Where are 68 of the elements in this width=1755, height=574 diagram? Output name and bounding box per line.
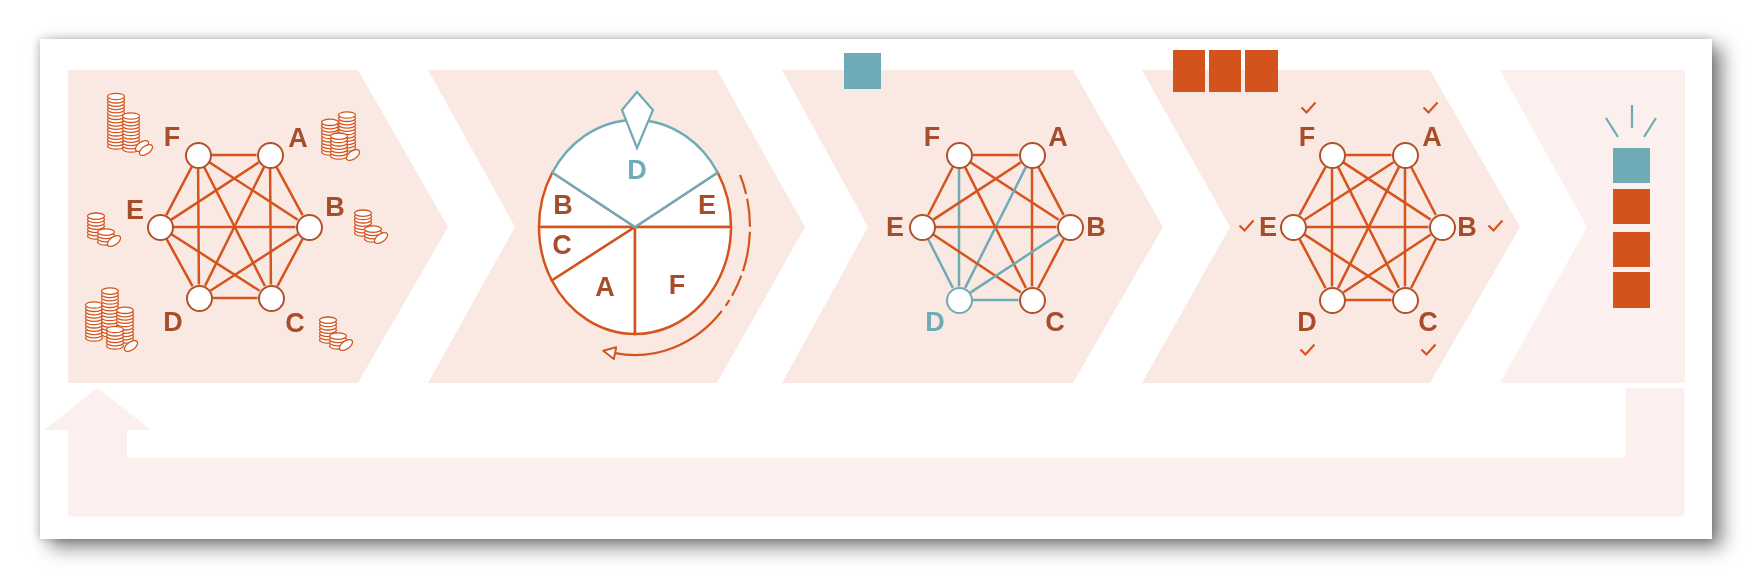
connection-line bbox=[1030, 168, 1034, 287]
node-label: D bbox=[925, 308, 945, 336]
sector-label: B bbox=[553, 191, 573, 219]
node-label: C bbox=[1045, 308, 1065, 336]
connection-line bbox=[969, 233, 1060, 294]
sector-label: A bbox=[595, 273, 615, 301]
node-label: E bbox=[1259, 213, 1277, 241]
node-label: A bbox=[288, 124, 308, 152]
connection-line bbox=[275, 166, 304, 216]
connection-line bbox=[196, 168, 201, 285]
sector-label: F bbox=[668, 271, 686, 299]
node-label: E bbox=[126, 196, 144, 224]
connection-line bbox=[1345, 153, 1392, 157]
connection-line bbox=[268, 168, 273, 285]
node-label: B bbox=[325, 193, 345, 221]
node-label: D bbox=[163, 308, 183, 336]
connection-line bbox=[170, 161, 260, 221]
connection-line bbox=[932, 161, 1022, 221]
node-label: D bbox=[1297, 308, 1317, 336]
sector-label: D bbox=[627, 156, 647, 184]
connection-line bbox=[212, 296, 258, 300]
node-label: A bbox=[1048, 123, 1068, 151]
node-label: A bbox=[1422, 123, 1442, 151]
connection-line bbox=[211, 153, 257, 157]
connection-line bbox=[209, 233, 299, 292]
connection-line bbox=[935, 225, 1057, 229]
connection-line bbox=[1345, 298, 1392, 302]
stage-chevron bbox=[1142, 70, 1520, 383]
connection-line bbox=[276, 238, 304, 287]
node-label: F bbox=[1298, 123, 1316, 151]
connection-line bbox=[1410, 166, 1437, 216]
connection-line bbox=[165, 166, 193, 216]
connection-line bbox=[170, 233, 261, 292]
node-label: C bbox=[285, 309, 305, 337]
connection-line bbox=[1037, 238, 1065, 289]
connection-line bbox=[173, 225, 296, 229]
node-label: C bbox=[1418, 308, 1438, 336]
sector-label: E bbox=[698, 191, 716, 219]
connection-line bbox=[969, 161, 1060, 221]
node-label: F bbox=[923, 123, 941, 151]
node-label: B bbox=[1457, 213, 1477, 241]
connection-line bbox=[1037, 166, 1065, 216]
node-label: B bbox=[1086, 213, 1106, 241]
connection-line bbox=[1303, 233, 1395, 294]
connection-line bbox=[1403, 168, 1407, 287]
connection-line bbox=[1298, 166, 1327, 216]
connection-line bbox=[1342, 161, 1432, 221]
connection-line bbox=[1306, 225, 1429, 229]
stage-chevron bbox=[428, 70, 805, 383]
stage-chevron bbox=[782, 70, 1163, 383]
connection-line bbox=[957, 168, 961, 287]
node-label: F bbox=[163, 123, 181, 151]
node-label: E bbox=[886, 213, 904, 241]
stage-chevron bbox=[68, 70, 448, 383]
spinner-wheel bbox=[537, 88, 754, 360]
connection-line bbox=[165, 238, 194, 287]
connection-line bbox=[1330, 168, 1334, 287]
connection-line bbox=[1303, 161, 1395, 221]
connection-line bbox=[972, 153, 1019, 157]
connection-line bbox=[927, 238, 954, 289]
connection-line bbox=[972, 298, 1019, 302]
sector-label: C bbox=[552, 231, 572, 259]
connection-line bbox=[208, 161, 299, 221]
connection-line bbox=[932, 233, 1022, 294]
connection-line bbox=[927, 166, 954, 216]
connection-line bbox=[1410, 238, 1437, 289]
connection-line bbox=[1342, 233, 1432, 294]
connection-line bbox=[1298, 238, 1327, 289]
